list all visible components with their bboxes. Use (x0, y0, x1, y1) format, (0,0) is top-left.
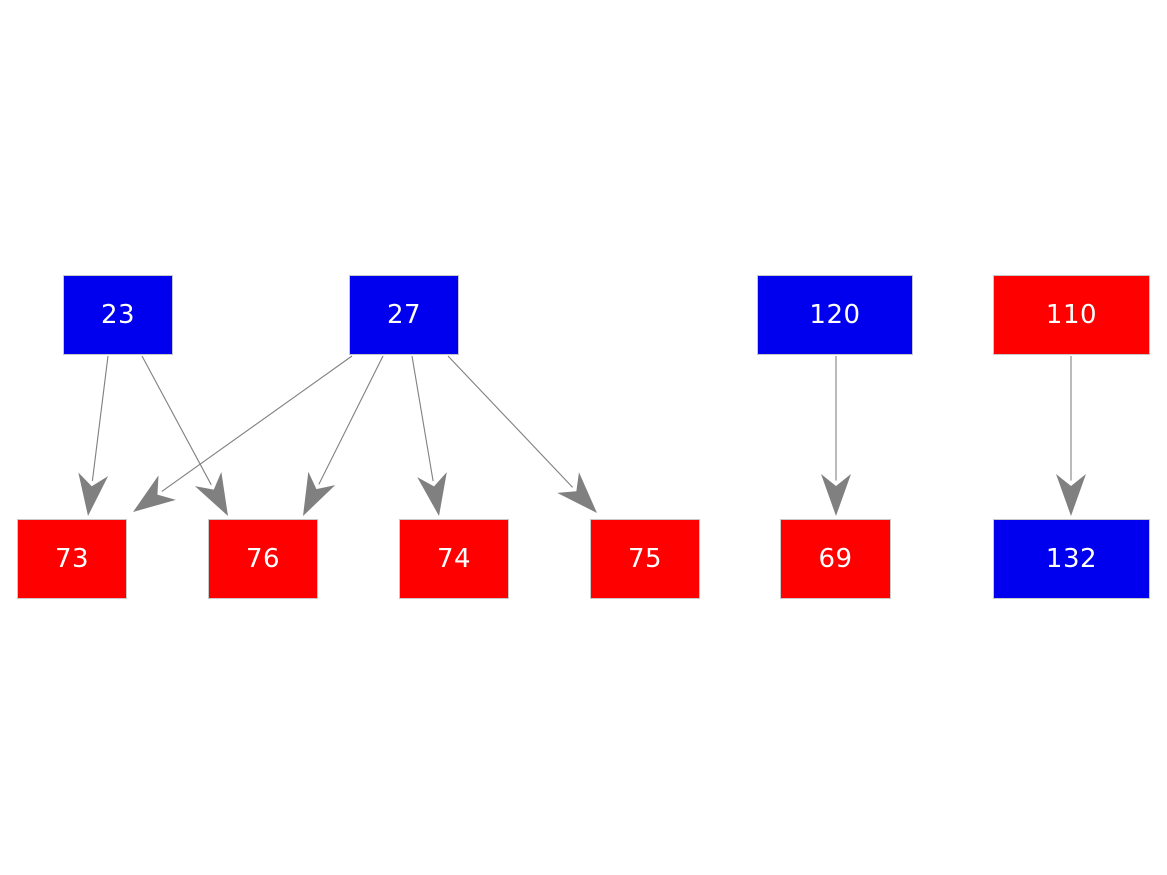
graph-node-76[interactable]: 76 (208, 519, 318, 599)
node-label: 23 (100, 300, 136, 330)
graph-node-132[interactable]: 132 (993, 519, 1150, 599)
node-label: 120 (809, 300, 861, 330)
node-label: 69 (818, 544, 853, 574)
node-label: 75 (627, 544, 663, 574)
node-label: 132 (1045, 544, 1098, 574)
node-label: 27 (386, 300, 422, 330)
graph-node-120[interactable]: 120 (757, 275, 913, 355)
node-label: 73 (54, 544, 90, 574)
graph-node-75[interactable]: 75 (590, 519, 700, 599)
node-label: 74 (436, 544, 472, 574)
graph-node-73[interactable]: 73 (17, 519, 127, 599)
node-label: 76 (245, 544, 281, 574)
graph-node-110[interactable]: 110 (993, 275, 1150, 355)
graph-node-23[interactable]: 23 (63, 275, 173, 355)
graph-node-69[interactable]: 69 (780, 519, 891, 599)
graph-node-27[interactable]: 27 (349, 275, 459, 355)
graph-node-74[interactable]: 74 (399, 519, 509, 599)
node-label: 110 (1045, 300, 1098, 330)
